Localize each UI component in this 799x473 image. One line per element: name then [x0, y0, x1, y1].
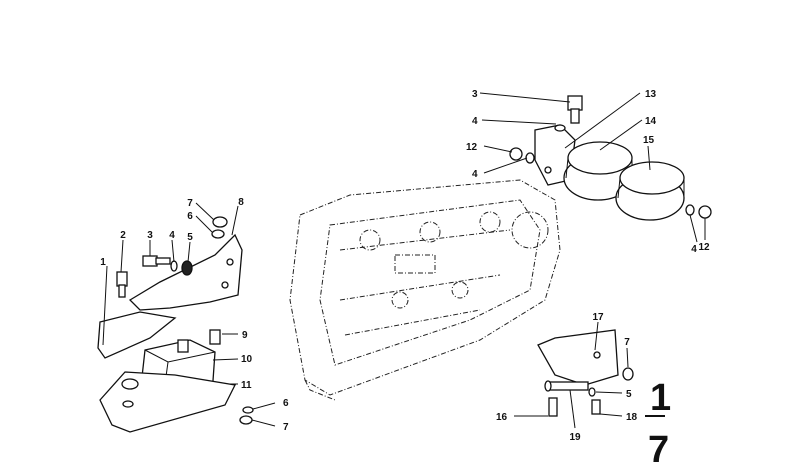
callout-4-right-b: 4 [472, 169, 478, 180]
callout-1: 1 [100, 257, 106, 268]
callout-5-lower: 5 [626, 389, 632, 400]
callout-9: 9 [242, 330, 248, 341]
engine-block [289, 179, 561, 401]
upper-right-mount [479, 92, 712, 243]
lower-right-mount [514, 321, 634, 429]
callout-17: 17 [592, 312, 604, 323]
callout-11: 11 [241, 380, 252, 391]
callout-7-bottom: 7 [283, 422, 289, 433]
callout-14: 14 [645, 116, 657, 127]
callout-3-right: 3 [472, 89, 478, 100]
callout-3: 3 [147, 230, 153, 241]
callout-8: 8 [238, 197, 244, 208]
callout-12-right-b: 12 [698, 242, 710, 253]
callout-6-bottom: 6 [283, 398, 289, 409]
corner-page-mark: 1 7 [645, 377, 671, 471]
callout-13: 13 [645, 89, 657, 100]
callout-4-right-a: 4 [472, 116, 478, 127]
callout-5: 5 [187, 232, 193, 243]
callout-15: 15 [643, 135, 655, 146]
left-engine-mount [97, 202, 276, 433]
callout-4: 4 [169, 230, 175, 241]
callout-10: 10 [241, 354, 253, 365]
callout-labels: 1 2 3 4 5 6 7 8 9 10 11 6 7 3 13 4 14 12… [100, 89, 710, 443]
callout-7-lower: 7 [624, 337, 630, 348]
callout-4-right-c: 4 [691, 244, 697, 255]
callout-6: 6 [187, 211, 193, 222]
corner-mark-bottom: 7 [648, 429, 669, 471]
callout-7: 7 [187, 198, 193, 209]
callout-2: 2 [120, 230, 126, 241]
callout-19: 19 [569, 432, 581, 443]
callout-16: 16 [496, 412, 508, 423]
callout-12-right-a: 12 [466, 142, 478, 153]
corner-mark-top: 1 [650, 377, 671, 419]
callout-18: 18 [626, 412, 638, 423]
